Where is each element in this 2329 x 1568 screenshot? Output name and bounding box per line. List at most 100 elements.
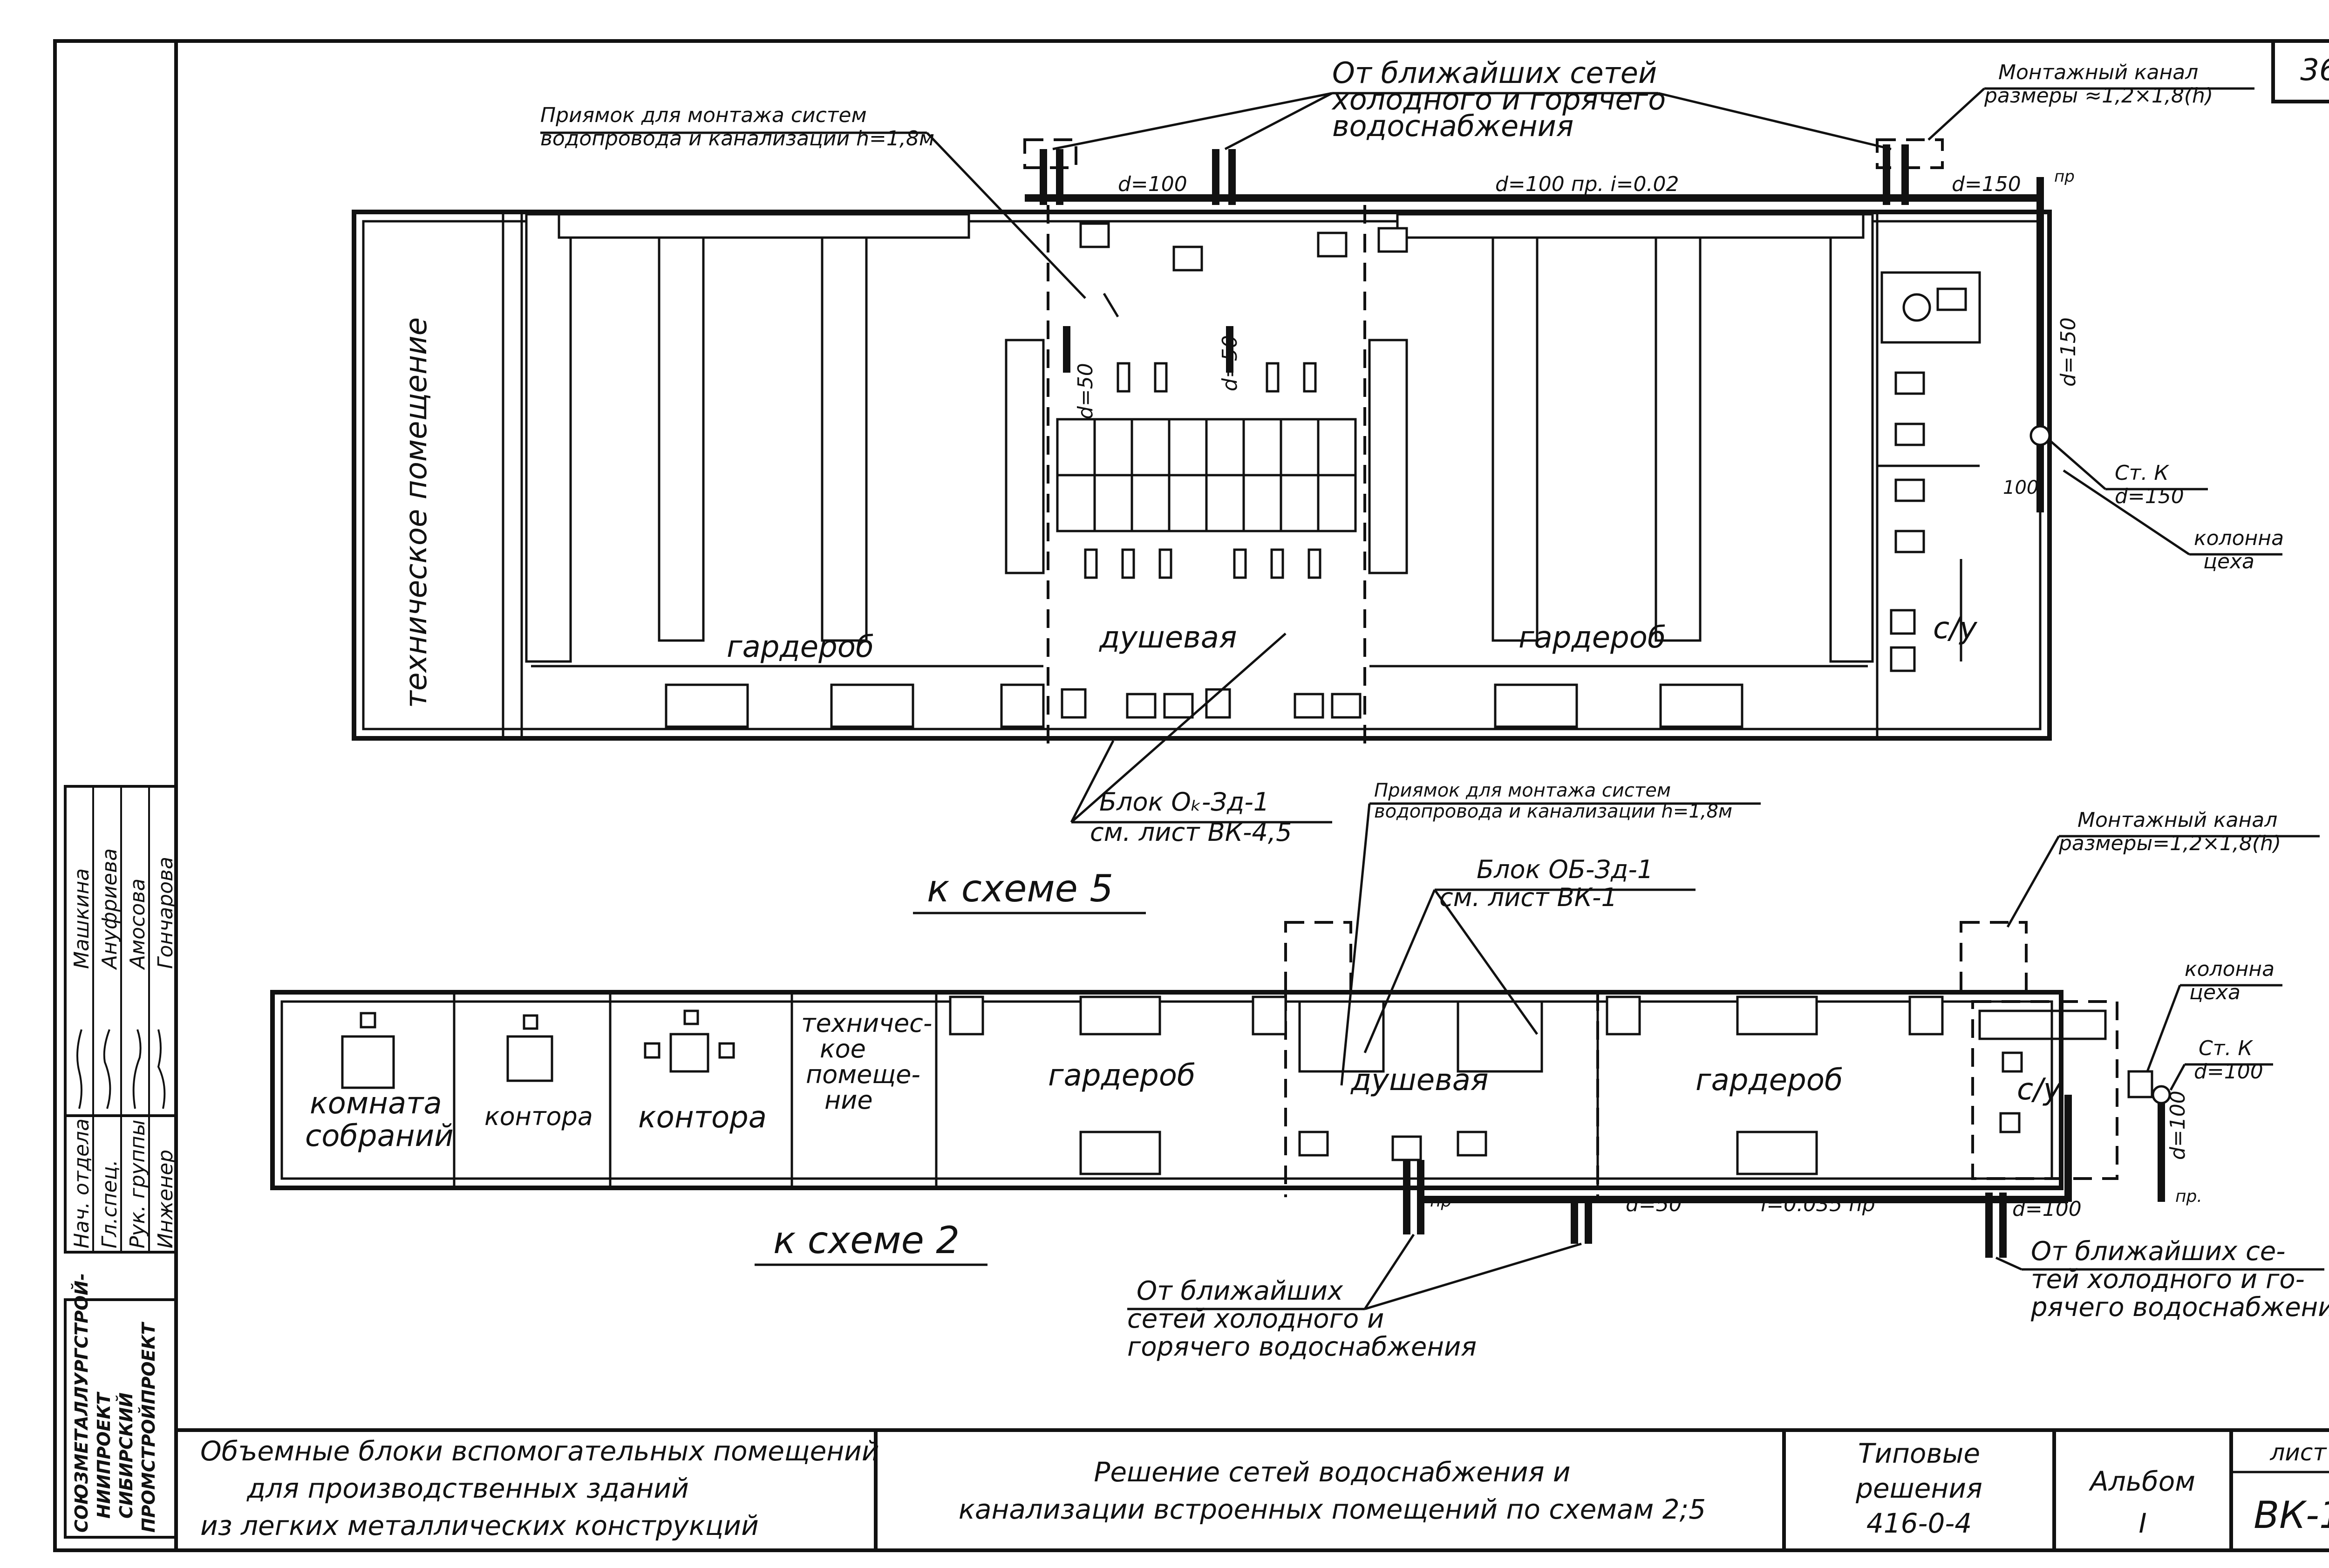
pipe-slope-label: d=100 пр. i=0.02 (1495, 172, 1679, 196)
signature-scribble (132, 1029, 142, 1109)
org-line-2: НИИПРОЕКТ (94, 1391, 114, 1519)
office-2-furniture (644, 1009, 735, 1073)
title-line-2: канализации встроенных помещений по схем… (959, 1493, 1706, 1525)
sheet-label: лист (2269, 1439, 2327, 1466)
signature-strip: Нач. отдела Гл.спец. Рук. группы Инженер… (64, 785, 177, 1254)
shower-fixtures (1298, 1000, 1543, 1161)
role-3: Рук. группы (126, 1120, 150, 1248)
room-tech-label-1: техничес- (801, 1009, 932, 1038)
pipe-pr-label: пр (2054, 167, 2075, 186)
signature-scribble (103, 1029, 111, 1109)
pipe-slope-label: i=0.035 пр (1761, 1193, 1875, 1216)
name-3: Амосова (126, 879, 150, 970)
pipe-pr-right-label: пр. (2175, 1187, 2202, 1206)
column-label-1: колонна (2194, 526, 2284, 550)
room-tech-label-2: кое (820, 1034, 866, 1064)
networks-label-1: От ближайших сетей (1332, 56, 1657, 90)
stack-icon (2152, 1085, 2171, 1104)
room-office-2-label: контора (638, 1100, 767, 1135)
leader-line (926, 132, 1086, 299)
stack-label-1: Ст. К (2115, 461, 2169, 485)
column-label-1: колонна (2185, 957, 2275, 981)
room-meeting-label-2: собраний (305, 1119, 454, 1153)
room-meeting-label-1: комната (310, 1086, 442, 1121)
album-number: I (2138, 1507, 2146, 1539)
series-line-3: 416-0-4 (1866, 1507, 1972, 1539)
signature-scribble (76, 1029, 82, 1109)
block-label-1: Блок Оₖ-Зд-1 (1099, 787, 1269, 817)
scheme-2-ref: к схеме 2 (773, 1219, 960, 1262)
locker-bank (1368, 213, 1874, 663)
wash-basins (1061, 222, 1408, 719)
room-tech-label-3: помеще- (806, 1060, 920, 1089)
org-line-4: ПРОМСТРОЙПРОЕКТ (138, 1321, 159, 1533)
meeting-room-furniture (341, 1012, 395, 1089)
top-plan: Приямок для монтажа систем водопровода и… (352, 56, 2284, 914)
leader-line (1363, 1234, 1582, 1310)
scheme-5-ref: к схеме 5 (927, 867, 1113, 910)
wc-fixtures (1880, 271, 1981, 672)
sewer-main (1025, 177, 2051, 512)
room-shower-label: душевая (1099, 620, 1237, 655)
networks-label-3: водоснабжения (1332, 109, 1573, 143)
stack-label-1: Ст. К (2199, 1036, 2253, 1060)
room-wardrobe-left-label: гардероб (727, 630, 874, 664)
description-line-2: для производственных зданий (246, 1473, 689, 1504)
room-tech-label: техническое помещение (399, 317, 434, 708)
column-icon (2127, 1070, 2153, 1098)
room-wc-label: с/у (1933, 611, 1978, 646)
locker-bank (525, 213, 1045, 663)
block-label-2: см. лист ВК-1 (1439, 883, 1617, 912)
series-line-2: решения (1855, 1473, 1982, 1504)
room-tech-label-4: ние (824, 1085, 873, 1115)
name-4: Гончарова (154, 857, 177, 969)
toilet-icon (1902, 293, 1931, 322)
pipe-d100-v-label: d=100 (2166, 1091, 2190, 1160)
album-label: Альбом (2088, 1466, 2195, 1497)
leader-line (1052, 92, 1892, 150)
name-1: Машкина (70, 868, 94, 969)
pipe-d100-label: d=100 (1118, 172, 1187, 196)
sheet-code: ВК-1 (2254, 1493, 2329, 1537)
title-block: Объемные блоки вспомогательных помещений… (176, 1428, 2329, 1550)
sheet-number: 36 (2300, 53, 2329, 88)
office-1-furniture (506, 1014, 553, 1082)
room-wardrobe-right-label: гардероб (1519, 620, 1666, 655)
shower-cubicles (1056, 362, 1357, 579)
channel-label-1: Монтажный канал (2077, 808, 2277, 832)
role-4: Инженер (154, 1150, 177, 1248)
locker-bank (949, 995, 1944, 1175)
wc-module (1971, 1000, 2118, 1180)
organization-stamp: СОЮЗМЕТАЛЛУРГСТРОЙ- НИИПРОЕКТ СИБИРСКИЙ … (64, 1273, 177, 1539)
pit-label-1: Приямок для монтажа систем (540, 103, 867, 127)
pipe-pr-left-label: пр (1430, 1192, 1451, 1211)
pipe-d150-label: d=150 (1952, 172, 2021, 196)
wc-fixtures (1978, 1009, 2153, 1133)
title-line-1: Решение сетей водоснабжения и (1094, 1456, 1570, 1488)
description-line-1: Объемные блоки вспомогательных помещений (200, 1435, 879, 1467)
org-line-3: СИБИРСКИЙ (116, 1392, 136, 1519)
name-2: Ануфриева (98, 848, 122, 970)
series-line-1: Типовые (1858, 1438, 1980, 1469)
role-1: Нач. отдела (70, 1118, 94, 1248)
room-wc-label: с/у (2017, 1072, 2062, 1107)
networks-label-2: холодного и горячего (1331, 82, 1666, 116)
bench-row (665, 683, 1743, 728)
pipe-d50-b-label: d=50 (1218, 335, 1242, 391)
room-shower-label: душевая (1350, 1063, 1489, 1098)
bottom-plan: Приямок для монтажа систем водопровода и… (270, 780, 2329, 1362)
channel-label-1: Монтажный канал (1998, 61, 2198, 84)
pipe-d100-h-label: d=100 (2012, 1197, 2082, 1221)
org-line-1: СОЮЗМЕТАЛЛУРГСТРОЙ- (71, 1273, 92, 1533)
room-wardrobe-left-label: гардероб (1048, 1058, 1195, 1093)
pipe-d150-vert-label: d=150 (2057, 317, 2080, 387)
description-line-3: из легких металлических конструкций (200, 1510, 759, 1541)
room-wardrobe-right-label: гардероб (1696, 1063, 1843, 1098)
leader-line (1340, 803, 1371, 1086)
pit-label-1: Приямок для монтажа систем (1374, 780, 1671, 801)
networks-right-3: рячего водоснабжения (2030, 1292, 2329, 1323)
networks-left-3: горячего водоснабжения (1127, 1332, 1477, 1362)
stack-icon (2029, 425, 2051, 446)
room-office-1-label: контора (484, 1102, 593, 1131)
